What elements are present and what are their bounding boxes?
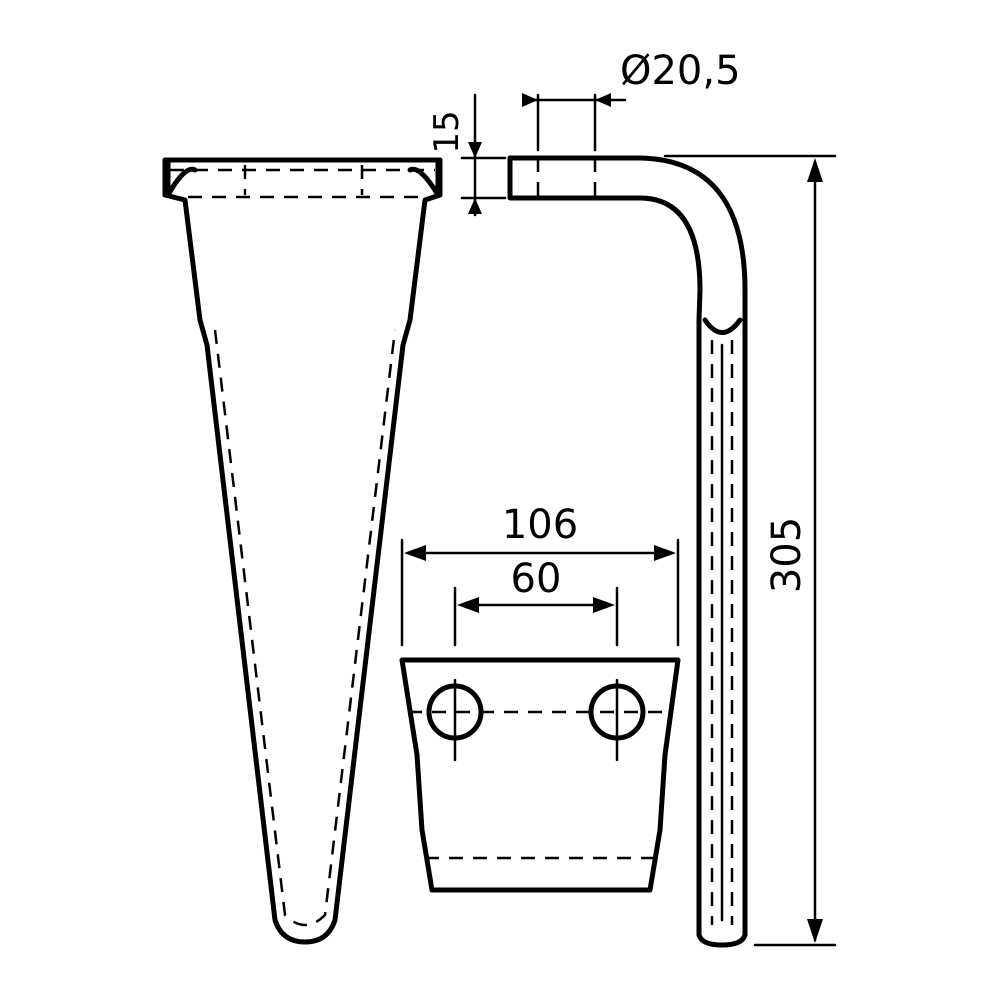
- tine-side-view: Ø20,5 15 305: [427, 48, 837, 948]
- dim-106-arrow-left: [404, 545, 426, 561]
- dim-106-arrow-right: [654, 545, 676, 561]
- dim-305-label: 305: [764, 517, 810, 593]
- tine-front-collar: [165, 157, 441, 198]
- collar-left-bevel: [165, 166, 198, 198]
- dim-15-label: 15: [427, 110, 467, 153]
- dim-305-arrow-top: [807, 158, 823, 182]
- flange-outline: [399, 657, 681, 893]
- dim-15-arrow-bottom: [468, 198, 482, 214]
- dim-dia-arrow-left: [522, 93, 538, 107]
- dim-60-label: 60: [511, 556, 562, 602]
- dim-dia-label: Ø20,5: [620, 48, 741, 94]
- collar-right-bevel: [407, 166, 441, 198]
- dim-60-arrow-right: [593, 597, 615, 613]
- tine-front-view: [162, 157, 443, 945]
- tine-top-view: 106 60: [399, 502, 681, 893]
- dim-305-arrow-bottom: [807, 919, 823, 943]
- tine-front-hidden-profile: [213, 329, 397, 927]
- side-profile-outline: [507, 155, 748, 948]
- dim-60-arrow-left: [457, 597, 479, 613]
- tine-front-outline: [162, 157, 443, 945]
- dim-15-arrow-top: [468, 142, 482, 158]
- dim-106-label: 106: [502, 502, 578, 548]
- dim-dia-arrow-right: [595, 93, 611, 107]
- side-blade-ridge: [702, 317, 743, 335]
